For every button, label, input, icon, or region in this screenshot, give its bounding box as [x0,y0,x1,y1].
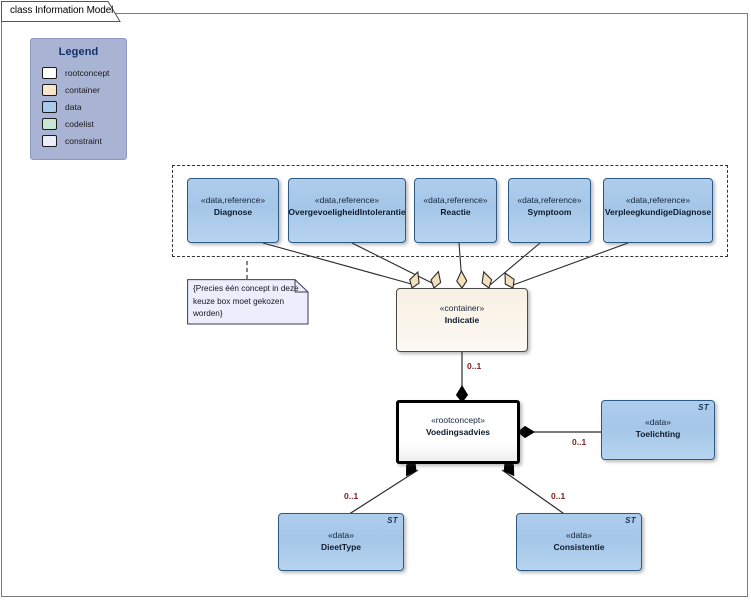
classname-voedingsadvies: Voedingsadvies [425,427,491,437]
class-node-diagnose[interactable]: «data,reference» Diagnose [187,178,279,243]
class-node-diagnose-body [187,178,279,243]
legend-label-container: container [65,84,100,95]
class-node-verpleegkundigediagnose-text: «data,reference» VerpleegkundigeDiagnose [603,194,713,218]
class-node-overgevoeligheidintolerantie-text: «data,reference» OvergevoeligheidIntoler… [288,194,406,218]
legend-item-rootconcept: rootconcept [31,64,126,81]
class-node-toelichting-text: «data» Toelichting [601,416,715,440]
class-node-reactie[interactable]: «data,reference» Reactie [414,178,497,243]
st-marker-dieettype: ST [387,516,398,525]
stereotype-toelichting: «data» [645,417,671,427]
classname-toelichting: Toelichting [635,429,681,439]
stereotype-voedingsadvies: «rootconcept» [431,415,485,425]
constraint-note-text: {Precies één concept in deze keuze box m… [193,284,299,319]
constraint-note[interactable]: {Precies één concept in deze keuze box m… [187,279,309,325]
class-node-indicatie-body [396,288,528,352]
choice-box-boundary [172,165,728,257]
legend-label-data: data [65,101,82,112]
classname-symptoom: Symptoom [527,207,572,217]
multiplicity-voedingsadvies-dieettype: 0..1 [344,491,359,501]
class-node-overgevoeligheidintolerantie-body [288,178,406,243]
diagram-frame [1,13,748,597]
stereotype-verpleegkundigediagnose: «data,reference» [625,195,691,205]
legend-swatch-container [42,83,57,96]
multiplicity-indicatie-voedingsadvies: 0..1 [467,361,482,371]
multiplicity-voedingsadvies-toelichting: 0..1 [572,437,587,447]
stereotype-symptoom: «data,reference» [517,195,582,205]
class-node-voedingsadvies-text: «rootconcept» Voedingsadvies [396,414,520,438]
classname-indicatie: Indicatie [444,315,480,325]
legend-item-codelist: codelist [31,115,126,132]
legend-panel: Legend rootconcept container data codeli… [30,38,127,160]
class-node-symptoom-body [508,178,591,243]
legend-label-rootconcept: rootconcept [65,67,110,78]
class-node-dieettype-body [278,513,404,571]
class-node-toelichting-body [601,400,715,460]
class-node-indicatie-text: «container» Indicatie [396,302,528,326]
classname-overgevoeligheidintolerantie: OvergevoeligheidIntolerantie [288,207,406,217]
stereotype-consistentie: «data» [566,530,592,540]
legend-label-codelist: codelist [65,118,94,129]
classname-consistentie: Consistentie [553,542,605,552]
class-node-verpleegkundigediagnose[interactable]: «data,reference» VerpleegkundigeDiagnose [603,178,713,243]
class-node-consistentie-body [516,513,642,571]
legend-item-data: data [31,98,126,115]
stereotype-reactie: «data,reference» [423,195,488,205]
class-node-symptoom-text: «data,reference» Symptoom [508,194,591,218]
legend-label-constraint: constraint [65,135,102,146]
legend-title: Legend [58,46,99,58]
class-node-voedingsadvies[interactable]: «rootconcept» Voedingsadvies [396,400,520,464]
legend-swatch-constraint [42,134,57,147]
stereotype-diagnose: «data,reference» [200,195,266,205]
class-node-reactie-text: «data,reference» Reactie [414,194,497,218]
stereotype-overgevoeligheidintolerantie: «data,reference» [314,195,380,205]
class-node-overgevoeligheidintolerantie[interactable]: «data,reference» OvergevoeligheidIntoler… [288,178,406,243]
class-node-consistentie[interactable]: ST «data» Consistentie [516,513,642,571]
st-marker-toelichting: ST [698,403,709,412]
legend-swatch-codelist [42,117,57,130]
tab-shape-icon [1,1,121,22]
class-node-dieettype-text: «data» DieetType [278,529,404,553]
class-node-reactie-body [414,178,497,243]
legend-swatch-rootconcept [42,66,57,79]
legend-rows: rootconcept container data codelist cons… [31,64,126,149]
st-marker-consistentie: ST [625,516,636,525]
classname-verpleegkundigediagnose: VerpleegkundigeDiagnose [604,207,712,217]
class-node-diagnose-text: «data,reference» Diagnose [187,194,279,218]
legend-swatch-data [42,100,57,113]
classname-diagnose: Diagnose [213,207,253,217]
class-node-indicatie[interactable]: «container» Indicatie [396,288,528,352]
multiplicity-voedingsadvies-consistentie: 0..1 [551,491,566,501]
stereotype-dieettype: «data» [328,530,354,540]
classname-reactie: Reactie [440,207,471,217]
class-node-dieettype[interactable]: ST «data» DieetType [278,513,404,571]
class-node-consistentie-text: «data» Consistentie [516,529,642,553]
class-node-toelichting[interactable]: ST «data» Toelichting [601,400,715,460]
legend-item-container: container [31,81,126,98]
classname-dieettype: DieetType [321,542,361,552]
class-node-symptoom[interactable]: «data,reference» Symptoom [508,178,591,243]
stereotype-indicatie: «container» [439,303,485,313]
legend-item-constraint: constraint [31,132,126,149]
class-node-verpleegkundigediagnose-body [603,178,713,243]
diagram-title-label: class Information Model [10,5,114,16]
